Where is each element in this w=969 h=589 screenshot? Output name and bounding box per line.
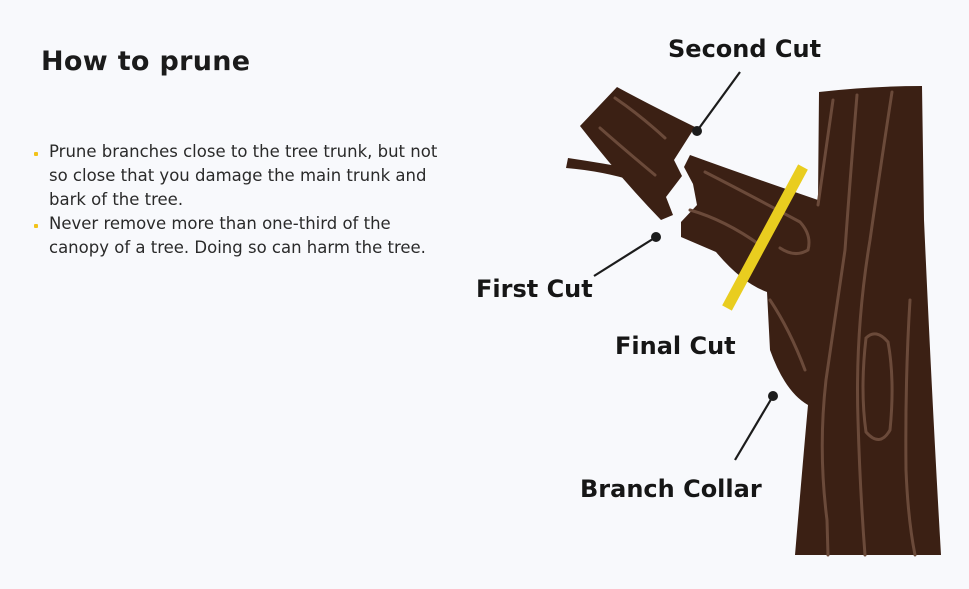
tips-list: Prune branches close to the tree trunk, … xyxy=(32,140,472,260)
second-cut-dot xyxy=(692,126,702,136)
first-cut-label: First Cut xyxy=(476,275,593,303)
page-title: How to prune xyxy=(41,46,251,77)
tip-item: Never remove more than one-third of the … xyxy=(32,212,472,260)
tip-line: bark of the tree. xyxy=(49,190,184,209)
first-cut-pointer xyxy=(593,236,657,277)
wood-grain xyxy=(598,90,917,557)
tip-line: canopy of a tree. Doing so can harm the … xyxy=(49,238,426,257)
branch-collar-dot xyxy=(768,391,778,401)
tip-line: Never remove more than one-third of the xyxy=(49,214,391,233)
branch-collar-pointer xyxy=(734,395,774,461)
tip-line: so close that you damage the main trunk … xyxy=(49,166,427,185)
branch-collar-label: Branch Collar xyxy=(580,475,762,503)
bullet-icon xyxy=(34,224,38,228)
final-cut-label: Final Cut xyxy=(615,332,736,360)
first-cut-dot xyxy=(651,232,661,242)
second-cut-pointer xyxy=(696,71,741,132)
second-cut-label: Second Cut xyxy=(668,35,821,63)
callout-pointers xyxy=(593,71,774,461)
tip-item: Prune branches close to the tree trunk, … xyxy=(32,140,472,212)
branch-stub xyxy=(580,87,695,220)
tip-line: Prune branches close to the tree trunk, … xyxy=(49,142,438,161)
final-cut-line xyxy=(722,164,808,311)
bullet-icon xyxy=(34,152,38,156)
